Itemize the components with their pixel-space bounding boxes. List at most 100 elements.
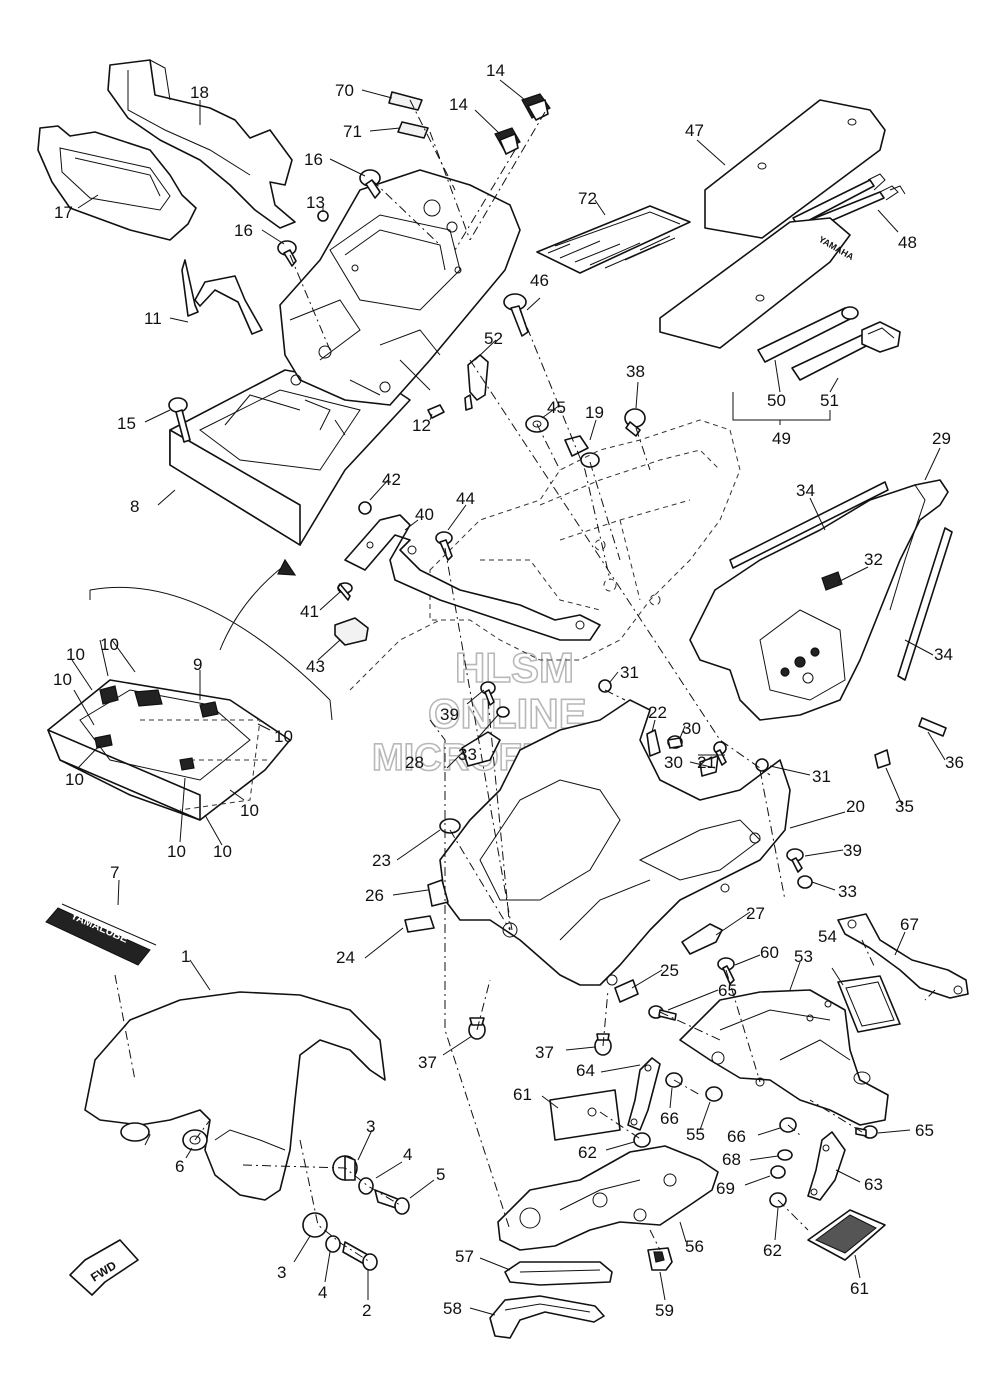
- callout-14-lower: 14: [449, 95, 468, 114]
- part-29-rear-cowl[interactable]: [689, 479, 949, 721]
- part-31-grommet-right[interactable]: [755, 758, 769, 772]
- part-2-bolt[interactable]: [342, 1241, 378, 1271]
- part-36-pin[interactable]: [918, 717, 947, 737]
- part-72-sticker-sheet[interactable]: [536, 205, 691, 274]
- part-4-collar-lower[interactable]: [325, 1235, 341, 1253]
- part-64-stay[interactable]: [627, 1057, 661, 1131]
- part-47-owner-manual[interactable]: [704, 99, 886, 239]
- part-22-clip[interactable]: [646, 729, 661, 757]
- callout-34-upper: 34: [796, 481, 815, 500]
- callout-32: 32: [864, 550, 883, 569]
- rear-frame-phantom: [349, 419, 741, 691]
- part-65-bolt-lower[interactable]: [855, 1125, 878, 1139]
- part-28-bracket[interactable]: [461, 731, 501, 767]
- part-70-label[interactable]: [388, 91, 423, 111]
- part-41-screw[interactable]: [337, 582, 353, 601]
- part-56-bracket[interactable]: [497, 1145, 719, 1251]
- part-31-grommet-left[interactable]: [598, 679, 612, 693]
- part-32-pad[interactable]: [821, 571, 843, 591]
- part-8-storage-tray[interactable]: [169, 369, 411, 546]
- callout-38: 38: [626, 362, 645, 381]
- part-68-washer[interactable]: [777, 1149, 793, 1161]
- callout-66-right: 66: [727, 1127, 746, 1146]
- callout-72: 72: [578, 189, 597, 208]
- part-65-bolt-upper[interactable]: [648, 1005, 677, 1021]
- part-7-yamalube-decal[interactable]: YAMALUBE: [45, 903, 157, 966]
- part-3-collar-lower[interactable]: [302, 1212, 328, 1238]
- part-11-strap[interactable]: [181, 259, 263, 335]
- callout-57: 57: [455, 1247, 474, 1266]
- part-57-bracket[interactable]: [504, 1261, 613, 1286]
- part-18-foam-pad[interactable]: [107, 59, 296, 229]
- part-53-rear-fender[interactable]: [679, 989, 889, 1126]
- part-14-clip-upper[interactable]: [521, 93, 551, 121]
- part-46-bolt[interactable]: [503, 293, 529, 337]
- callout-62-right: 62: [763, 1241, 782, 1260]
- part-1-front-fender[interactable]: [84, 991, 386, 1201]
- watermark-line-1: HLSM: [455, 644, 574, 691]
- callout-4-upper: 4: [403, 1145, 412, 1164]
- part-16-screw-upper[interactable]: [359, 169, 381, 199]
- part-38-key[interactable]: [624, 408, 646, 437]
- callout-39-left: 39: [440, 705, 459, 724]
- part-24-pad[interactable]: [404, 915, 435, 933]
- part-34-trim-upper[interactable]: [729, 481, 889, 569]
- callout-10-g: 10: [167, 842, 186, 861]
- part-5-bolt[interactable]: [374, 1189, 410, 1215]
- part-61-reflector-left[interactable]: [549, 1089, 621, 1141]
- callout-71: 71: [343, 122, 362, 141]
- part-60-screw[interactable]: [717, 957, 735, 985]
- part-30-rivet-right[interactable]: [713, 741, 727, 766]
- part-14-clip-lower[interactable]: [494, 127, 521, 155]
- callout-53: 53: [794, 947, 813, 966]
- callout-19: 19: [585, 403, 604, 422]
- part-61-reflector-right[interactable]: [807, 1209, 886, 1261]
- part-20-rear-frame-cover[interactable]: [439, 699, 791, 986]
- part-4-collar-upper[interactable]: [358, 1177, 374, 1195]
- callout-25: 25: [660, 961, 679, 980]
- part-54-reflector[interactable]: [837, 975, 901, 1033]
- part-13-grommet[interactable]: [317, 210, 329, 222]
- part-34-trim-right[interactable]: [897, 527, 953, 681]
- callout-55: 55: [686, 1125, 705, 1144]
- part-39-screw-right[interactable]: [786, 848, 804, 873]
- part-26-pad[interactable]: [427, 879, 449, 907]
- part-21-pad[interactable]: [699, 755, 719, 777]
- callout-66-left: 66: [660, 1109, 679, 1128]
- part-50-spanner[interactable]: [757, 306, 859, 363]
- callout-27: 27: [746, 904, 765, 923]
- part-42-grommet[interactable]: [358, 501, 372, 515]
- seat-frame-assembly[interactable]: [279, 169, 521, 406]
- part-58-bracket[interactable]: [489, 1295, 605, 1339]
- callout-7: 7: [110, 863, 119, 882]
- part-27-bracket[interactable]: [681, 923, 723, 955]
- part-62-nut-left[interactable]: [633, 1132, 651, 1148]
- callout-8: 8: [130, 497, 139, 516]
- detail-inset-tray[interactable]: [47, 679, 291, 821]
- part-55-nut[interactable]: [705, 1086, 723, 1102]
- part-43-pad[interactable]: [334, 617, 369, 646]
- part-71-label[interactable]: [397, 121, 429, 139]
- callout-30-lower: 30: [664, 753, 683, 772]
- part-30-rivet-left[interactable]: [667, 735, 683, 749]
- part-44-bolt[interactable]: [435, 531, 453, 561]
- callout-18: 18: [190, 83, 209, 102]
- callout-24: 24: [336, 948, 355, 967]
- part-17-side-cover[interactable]: [37, 125, 197, 241]
- part-15-bolt[interactable]: [168, 397, 191, 443]
- part-25-pad[interactable]: [614, 979, 639, 1003]
- part-35-damper[interactable]: [874, 749, 891, 769]
- part-40-bracket[interactable]: [344, 514, 601, 641]
- part-67-bracket[interactable]: [837, 913, 969, 999]
- part-33-nut-right[interactable]: [797, 875, 813, 889]
- part-69-nut[interactable]: [770, 1165, 786, 1179]
- part-59-clip[interactable]: [647, 1247, 673, 1271]
- part-19-seat-lock[interactable]: [564, 435, 600, 468]
- callout-37-left: 37: [418, 1053, 437, 1072]
- part-33-nut-left[interactable]: [496, 706, 510, 718]
- callout-60: 60: [760, 943, 779, 962]
- part-51-wrench[interactable]: [791, 321, 901, 381]
- callout-3-upper: 3: [366, 1117, 375, 1136]
- part-63-stay[interactable]: [807, 1131, 846, 1201]
